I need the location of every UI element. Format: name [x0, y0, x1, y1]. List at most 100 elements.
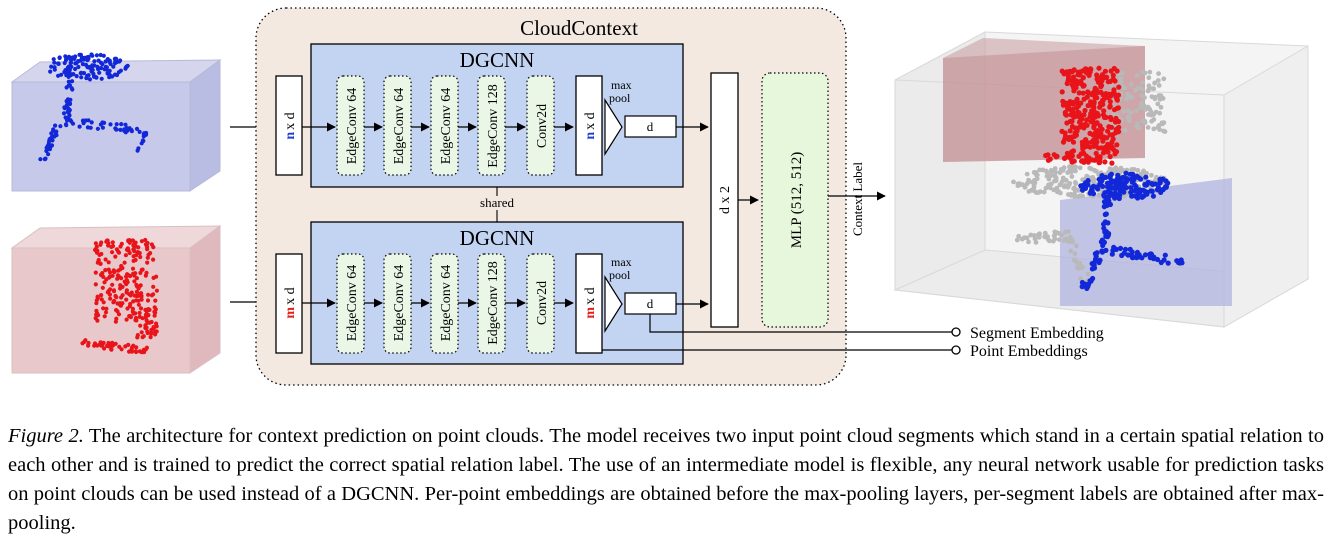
feature-box-top — [575, 75, 603, 176]
point-cloud-dot — [131, 271, 136, 276]
point-cloud-dot — [1052, 166, 1058, 171]
point-cloud-dot — [109, 347, 114, 352]
point-cloud-dot — [1145, 179, 1151, 185]
point-cloud-dot — [1026, 189, 1032, 194]
layer-top-5: Conv2d — [526, 75, 555, 176]
point-cloud-dot — [78, 71, 83, 76]
point-cloud-dot — [1163, 183, 1169, 189]
point-cloud-dot — [1160, 96, 1166, 101]
point-cloud-dot — [1077, 114, 1083, 120]
point-cloud-dot — [1071, 84, 1077, 91]
point-cloud-dot — [1103, 247, 1109, 253]
point-cloud-dot — [1062, 111, 1069, 117]
point-cloud-dot — [1070, 139, 1077, 145]
point-cloud-dot — [127, 313, 133, 319]
point-cloud-dot — [116, 268, 121, 273]
point-cloud-dot — [94, 53, 99, 58]
point-cloud-dot — [129, 349, 135, 354]
point-cloud-dot — [1129, 167, 1135, 172]
point-cloud-dot — [1089, 108, 1095, 114]
point-cloud-dot — [81, 340, 86, 345]
point-cloud-dot — [1156, 83, 1162, 88]
point-cloud-dot — [120, 293, 125, 298]
point-cloud-dot — [1161, 128, 1166, 134]
point-cloud-dot — [1081, 112, 1087, 118]
point-cloud-dot — [1140, 118, 1146, 124]
point-cloud-dot — [1070, 109, 1076, 116]
point-cloud-dot — [1104, 184, 1111, 190]
caption-text: The architecture for context prediction … — [8, 425, 1324, 534]
point-cloud-dot — [1117, 245, 1124, 251]
point-cloud-dot — [64, 117, 69, 122]
point-cloud-dot — [1123, 170, 1129, 176]
point-cloud-dot — [1113, 165, 1119, 171]
point-cloud-dot — [1068, 192, 1074, 197]
point-cloud-dot — [1077, 165, 1083, 171]
point-cloud-dot — [1101, 221, 1107, 227]
point-cloud-dot — [1145, 125, 1151, 130]
point-cloud-dot — [1093, 150, 1099, 156]
point-embeddings-label: Point Embeddings — [970, 343, 1088, 360]
point-cloud-dot — [1087, 144, 1093, 150]
point-cloud-dot — [129, 290, 134, 295]
point-cloud-dot — [1047, 185, 1053, 191]
point-cloud-dot — [1133, 87, 1139, 93]
point-cloud-dot — [108, 122, 113, 127]
input-box-top — [275, 75, 303, 176]
input-box-bottom — [275, 253, 303, 354]
point-cloud-dot — [1101, 108, 1107, 114]
point-cloud-dot — [61, 111, 67, 116]
point-cloud-dot — [1090, 132, 1096, 138]
point-cloud-dot — [1017, 181, 1022, 187]
point-cloud-dot — [1111, 185, 1118, 191]
point-cloud-dot — [152, 309, 157, 314]
point-cloud-dot — [124, 274, 129, 279]
point-cloud-dot — [99, 297, 104, 302]
point-cloud-dot — [104, 239, 109, 244]
point-cloud-dot — [1071, 158, 1077, 164]
point-cloud-dot — [1115, 105, 1121, 111]
point-cloud-dot — [1142, 106, 1148, 111]
point-cloud-dot — [1145, 88, 1151, 94]
point-cloud-dot — [1177, 260, 1183, 266]
point-cloud-dot — [51, 57, 56, 62]
point-cloud-dot — [118, 58, 123, 63]
point-cloud-dot — [114, 316, 119, 321]
point-cloud-dot — [56, 73, 61, 78]
point-cloud-dot — [1037, 189, 1043, 195]
point-cloud-dot — [1069, 134, 1075, 140]
point-cloud-dot — [1060, 98, 1066, 104]
concat-label: d x 2 — [718, 186, 733, 214]
point-cloud-dot — [38, 157, 43, 162]
point-cloud-dot — [153, 332, 158, 337]
concat-box — [710, 72, 739, 328]
point-cloud-dot — [92, 59, 97, 64]
point-cloud-dot — [49, 143, 55, 148]
point-cloud-dot — [1110, 136, 1116, 142]
point-cloud-dot — [1106, 124, 1112, 130]
point-cloud-dot — [44, 145, 49, 150]
point-cloud-dot — [145, 330, 150, 336]
point-cloud-dot — [62, 60, 67, 66]
point-cloud-dot — [1067, 68, 1073, 75]
point-cloud-dot — [1069, 118, 1075, 124]
point-cloud-dot — [1046, 176, 1052, 182]
point-cloud-dot — [1161, 120, 1167, 126]
point-cloud-dot — [125, 63, 130, 68]
point-cloud-dot — [92, 341, 98, 346]
point-cloud-dot — [1047, 156, 1053, 162]
feature-box-bottom — [575, 253, 603, 354]
point-cloud-dot — [1152, 96, 1158, 102]
svg-text:EdgeConv 64: EdgeConv 64 — [392, 88, 407, 165]
point-cloud-dot — [1071, 114, 1077, 120]
shared-label: shared — [480, 195, 514, 210]
point-cloud-dot — [1143, 174, 1149, 180]
point-cloud-dot — [149, 319, 154, 325]
point-cloud-dot — [137, 310, 142, 316]
mlp-label: MLP (512, 512) — [789, 152, 805, 249]
point-cloud-dot — [52, 134, 57, 139]
point-cloud-dot — [145, 320, 150, 325]
point-cloud-dot — [1058, 190, 1063, 196]
point-cloud-dot — [151, 284, 156, 289]
point-cloud-dot — [113, 254, 118, 259]
